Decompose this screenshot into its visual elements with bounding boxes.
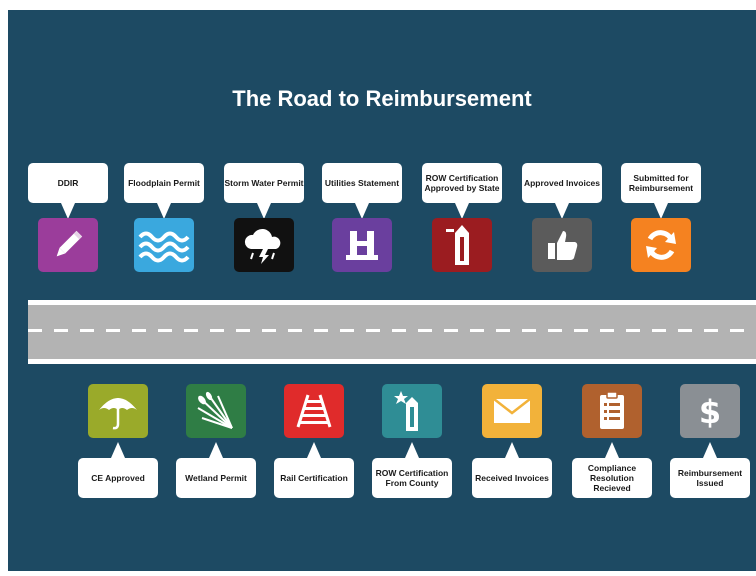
thumbs-up-icon — [532, 218, 592, 272]
step-label: CE Approved — [78, 442, 158, 498]
storm-cloud-icon — [234, 218, 294, 272]
dollar-icon: $ — [680, 384, 740, 438]
page-title: The Road to Reimbursement — [232, 86, 532, 111]
step-label: Wetland Permit — [176, 442, 256, 498]
step-label: Floodplain Permit — [124, 163, 204, 219]
step-label: ROW Certification Approved by State — [422, 163, 502, 219]
waves-icon — [134, 218, 194, 272]
step-label: Received Invoices — [472, 442, 552, 498]
road — [28, 300, 756, 364]
svg-text:$: $ — [699, 393, 721, 431]
step-label: Compliance Resolution Recieved — [572, 442, 652, 498]
step-label: Utilities Statement — [322, 163, 402, 219]
wetland-reeds-icon — [186, 384, 246, 438]
step-label: Rail Certification — [274, 442, 354, 498]
step-label: Storm Water Permit — [224, 163, 304, 219]
railroad-icon — [284, 384, 344, 438]
utility-pole-icon — [332, 218, 392, 272]
step-label: DDIR — [28, 163, 108, 219]
step-label: ROW Certification From County — [372, 442, 452, 498]
lane-marking — [28, 329, 756, 332]
row-marker-icon — [432, 218, 492, 272]
step-label: Submitted for Reimbursement — [621, 163, 701, 219]
envelope-icon — [482, 384, 542, 438]
pencil-icon — [38, 218, 98, 272]
row-marker-icon — [382, 384, 442, 438]
umbrella-icon — [88, 384, 148, 438]
step-label: Reimbursement Issued — [670, 442, 750, 498]
clipboard-icon — [582, 384, 642, 438]
refresh-icon — [631, 218, 691, 272]
step-label: Approved Invoices — [522, 163, 602, 219]
